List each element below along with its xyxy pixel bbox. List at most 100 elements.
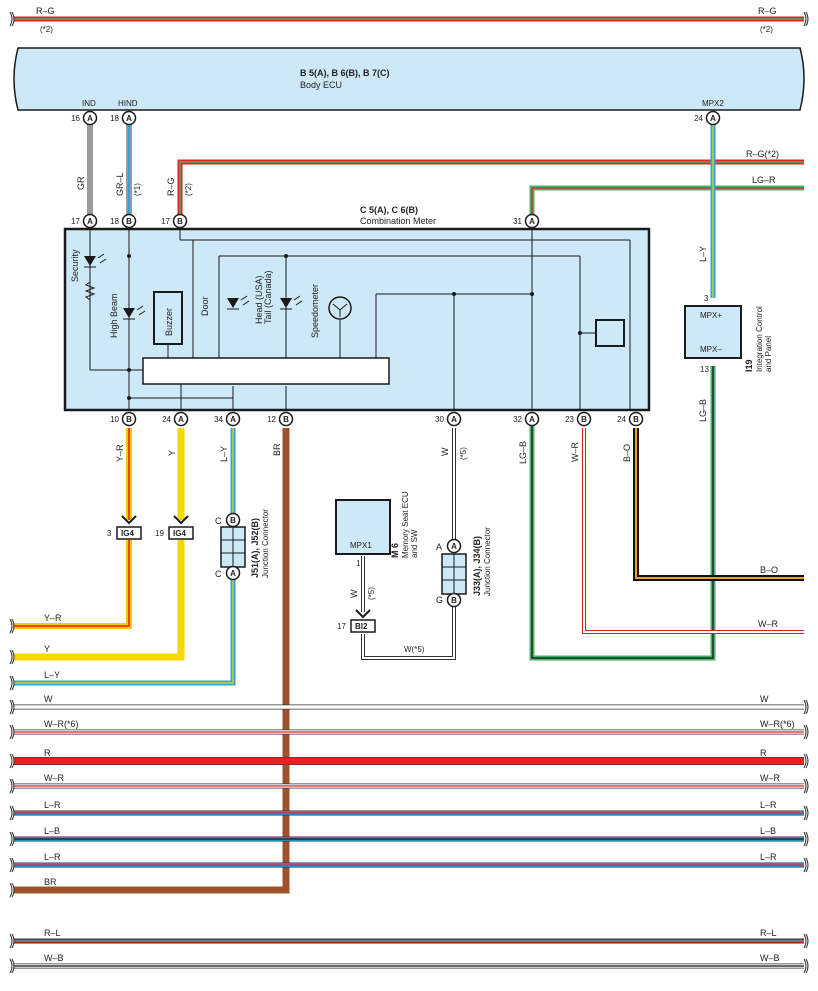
bi2-connector — [350, 619, 376, 633]
wire-y — [14, 540, 185, 661]
head-led-icon — [280, 295, 303, 310]
pin-cavity: B — [177, 217, 183, 226]
junction-j51: C C J51(A), J52(B) Junction Connector — [215, 509, 270, 579]
memory-seat-code: M 6 — [390, 543, 400, 558]
bus-line: Y — [9, 644, 50, 665]
bus-line: W–R W–R — [9, 773, 809, 794]
bus-label-left: Y — [44, 644, 50, 654]
body-ecu-pin-name-mpx2: MPX2 — [702, 99, 724, 108]
pin-number: 10 — [110, 415, 119, 424]
wave-break-left — [9, 805, 15, 821]
wave-break-left — [9, 831, 15, 847]
panel-code: I19 — [744, 359, 754, 372]
bus-label-left: L–B — [44, 826, 60, 836]
label-note5: (*5) — [459, 447, 468, 460]
bus-label-right: R–L — [760, 928, 777, 938]
buzzer-label: Buzzer — [164, 308, 174, 336]
ig4-connector-1 — [116, 526, 142, 540]
wire-b-o — [633, 428, 804, 581]
label-b-o: B–O — [622, 444, 632, 462]
j51-code: J51(A), J52(B) — [250, 518, 260, 578]
pin-circle: B24 — [617, 411, 644, 427]
bus-label-left: L–R — [44, 800, 61, 810]
bus-label-left: R — [44, 748, 51, 758]
memory-seat-pin: 1 — [356, 559, 361, 568]
lower-wires: Y–R Y L–Y BR W (*5) LG–B W–R B–O W (*5) … — [14, 428, 804, 894]
right-label-r-g: R–G(*2) — [746, 149, 779, 159]
top-bus-left-label: R–G — [36, 6, 55, 16]
j33-name: Junction Connector — [483, 527, 492, 596]
memory-seat-ecu: MPX1 1 M 6 Memory Seat ECU and SW — [335, 491, 419, 568]
bus-line: Y–R — [9, 613, 62, 634]
bus-label-right: W–R(*6) — [760, 719, 795, 729]
pin-cavity: B — [230, 516, 236, 525]
label-w-note5: W(*5) — [404, 645, 425, 654]
wave-break-left — [9, 778, 15, 794]
label-l-y-upper: L–Y — [698, 246, 708, 262]
high-beam-led-icon — [123, 305, 146, 320]
top-bus-left-note: (*2) — [40, 25, 53, 34]
panel-name2: and Panel — [764, 336, 773, 372]
bus-line: L–R L–R — [9, 800, 809, 821]
bus-label-right: L–R — [760, 852, 777, 862]
wave-break-left — [9, 857, 15, 873]
pin-number: 18 — [110, 114, 119, 123]
connectors: IG4 3 IG4 19 BI2 17 — [107, 515, 376, 633]
pin-cavity: B — [283, 415, 289, 424]
label-w: W — [440, 447, 450, 456]
pin-number: 17 — [71, 217, 80, 226]
label-l-y-lower: L–Y — [219, 446, 229, 462]
mpx-plus-label: MPX+ — [700, 311, 722, 320]
bus-label-right: L–R — [760, 800, 777, 810]
bi2-name: BI2 — [355, 622, 368, 631]
high-beam-label: High Beam — [109, 293, 119, 338]
wave-break-left — [9, 958, 15, 974]
wave-break-right — [803, 831, 809, 847]
meter-name: Combination Meter — [360, 216, 436, 226]
right-label-lg-r: LG–R — [752, 175, 776, 185]
label-y-r: Y–R — [115, 444, 125, 462]
label-r-g: R–G — [166, 177, 176, 196]
label-lg-b-upper: LG–B — [698, 399, 708, 422]
pin-circle: A 30 — [435, 411, 462, 427]
bus-label-right: W–R — [760, 773, 781, 783]
pin-cavity: A — [710, 114, 716, 123]
pin-circle: B 12 — [267, 411, 294, 427]
j33-top-cavity: A — [436, 542, 442, 552]
pin-number: 31 — [513, 217, 522, 226]
speedometer-label: Speedometer — [310, 284, 320, 338]
top-bus-right-label: R–G — [758, 6, 777, 16]
right-label-b-o: B–O — [760, 565, 778, 575]
ig4-2-pin: 19 — [155, 529, 164, 538]
wire-y-r — [14, 540, 132, 629]
mpx1-label: MPX1 — [350, 541, 372, 550]
bus-label-right: W–B — [760, 953, 780, 963]
body-ecu: B 5(A), B 6(B), B 7(C) Body ECU IND HIND… — [13, 47, 805, 111]
pin-number: 12 — [267, 415, 276, 424]
wave-break-right — [803, 11, 809, 27]
pin-cavity: A — [451, 415, 457, 424]
body-ecu-code: B 5(A), B 6(B), B 7(C) — [300, 68, 390, 78]
pin-number: 30 — [435, 415, 444, 424]
bi2-pin: 17 — [337, 622, 346, 631]
pin-cavity: A — [230, 415, 236, 424]
bus-label-left: W–R(*6) — [44, 719, 79, 729]
label-br: BR — [272, 443, 282, 456]
bus-label-left: Y–R — [44, 613, 62, 623]
pin-circle: B — [225, 512, 241, 528]
wave-break-left — [9, 882, 15, 898]
meter-ic — [142, 357, 390, 385]
door-led-icon — [227, 295, 250, 310]
bus-label-left: W–R — [44, 773, 65, 783]
pin-cavity: A — [87, 114, 93, 123]
wave-break-right — [803, 753, 809, 769]
body-ecu-pin-name-ind: IND — [82, 99, 96, 108]
wave-break-left — [9, 724, 15, 740]
wave-break-right — [803, 857, 809, 873]
j51-name: Junction Connector — [261, 509, 270, 578]
resistor-icon — [84, 281, 96, 301]
